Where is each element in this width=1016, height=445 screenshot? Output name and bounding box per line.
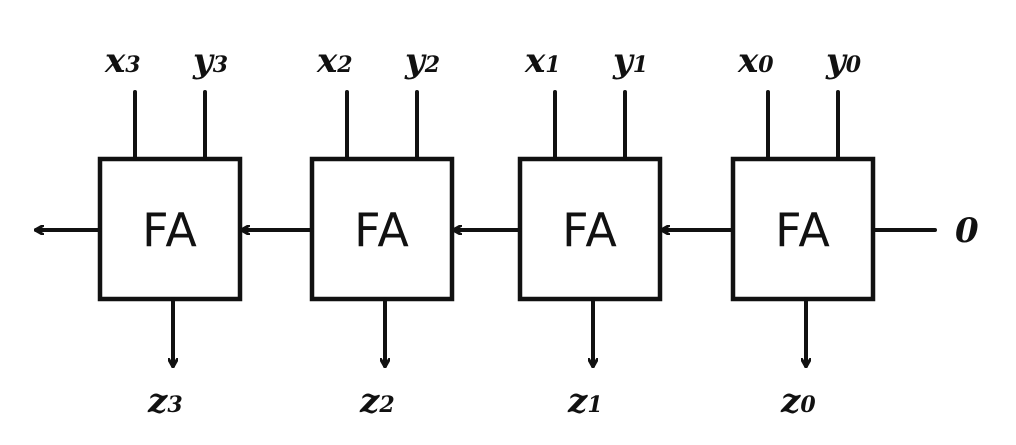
fa-label: FA	[562, 203, 618, 257]
input-a-label: x0	[737, 41, 774, 81]
fa-box	[517, 156, 663, 302]
fa-label: FA	[775, 203, 831, 257]
full-adder-block-2: FA x2 y2 z2	[240, 41, 455, 421]
input-a-label: x2	[316, 41, 353, 81]
sum-output-label: z0	[780, 381, 816, 421]
input-b-label: y3	[192, 41, 228, 81]
full-adder-block-1: FA x1 y1 z1	[452, 41, 663, 421]
fa-box	[730, 156, 876, 302]
sum-output-label: z1	[567, 381, 603, 421]
full-adder-block-3: FA x3 y3 z3	[97, 41, 243, 421]
input-a-label: x1	[524, 41, 561, 81]
carry-in-label: 0	[955, 211, 979, 251]
input-b-label: y1	[612, 41, 648, 81]
sum-output-label: z2	[359, 381, 395, 421]
fa-label: FA	[354, 203, 410, 257]
full-adder-block-0: FA x0 y0 z0	[660, 41, 876, 421]
input-b-label: y2	[404, 41, 440, 81]
sum-output-label: z3	[147, 381, 183, 421]
fa-label: FA	[142, 203, 198, 257]
fa-box	[309, 156, 455, 302]
input-b-label: y0	[825, 41, 862, 81]
input-a-label: x3	[104, 41, 141, 81]
